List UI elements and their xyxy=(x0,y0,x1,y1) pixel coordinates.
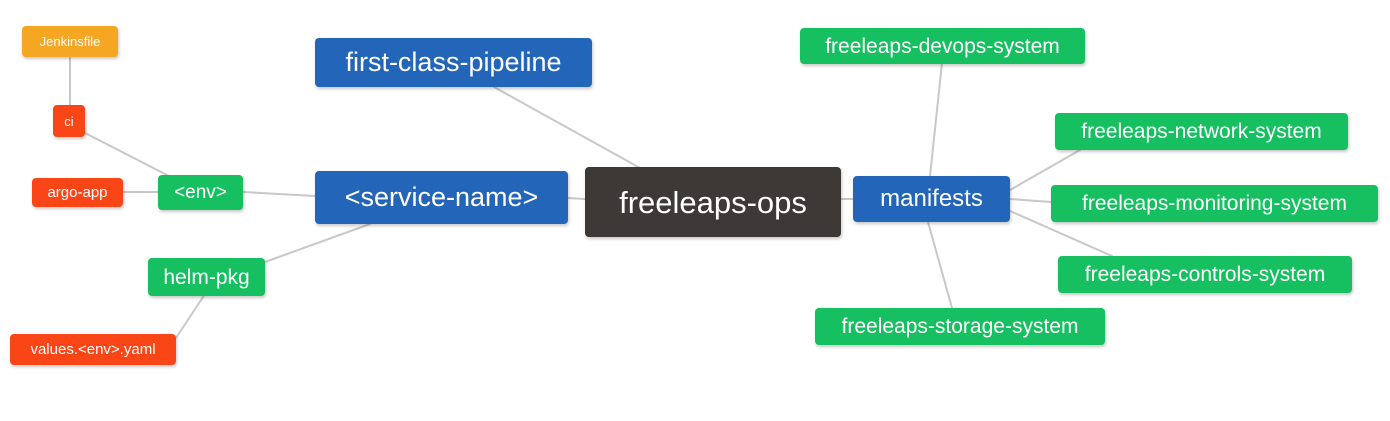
node-freeleaps-devops-system[interactable]: freeleaps-devops-system xyxy=(800,28,1085,64)
node-argo-app-label: argo-app xyxy=(47,184,108,201)
node-manifests[interactable]: manifests xyxy=(853,176,1010,222)
edge-helmpkg-servicename xyxy=(264,223,371,263)
node-env[interactable]: <env> xyxy=(158,175,243,210)
node-values-yaml[interactable]: values.<env>.yaml xyxy=(10,334,176,365)
node-first-class-pipeline-label: first-class-pipeline xyxy=(345,47,562,77)
node-values-yaml-label: values.<env>.yaml xyxy=(30,341,156,358)
node-freeleaps-storage-system-label: freeleaps-storage-system xyxy=(841,315,1079,338)
node-freeleaps-devops-system-label: freeleaps-devops-system xyxy=(825,34,1060,58)
edge-manifests-network xyxy=(1009,149,1081,191)
node-env-label: <env> xyxy=(174,182,227,203)
edge-firstclasspipeline-root xyxy=(493,86,641,169)
edge-valuesyaml-helmpkg xyxy=(175,293,206,339)
node-freeleaps-network-system-label: freeleaps-network-system xyxy=(1081,120,1322,143)
node-jenkinsfile-label: Jenkinsfile xyxy=(39,34,101,49)
edge-servicename-root xyxy=(567,197,586,200)
edge-manifests-devops xyxy=(929,62,943,177)
node-first-class-pipeline[interactable]: first-class-pipeline xyxy=(315,38,592,87)
node-root-freeleaps-ops[interactable]: freeleaps-ops xyxy=(585,167,841,237)
node-helm-pkg[interactable]: helm-pkg xyxy=(148,258,265,296)
node-freeleaps-monitoring-system-label: freeleaps-monitoring-system xyxy=(1082,192,1347,215)
node-freeleaps-network-system[interactable]: freeleaps-network-system xyxy=(1055,113,1348,150)
edge-env-servicename xyxy=(242,191,316,197)
node-ci[interactable]: ci xyxy=(53,105,85,137)
node-jenkinsfile[interactable]: Jenkinsfile xyxy=(22,26,118,57)
node-freeleaps-monitoring-system[interactable]: freeleaps-monitoring-system xyxy=(1051,185,1378,222)
edge-manifests-monitoring xyxy=(1009,198,1052,203)
node-manifests-label: manifests xyxy=(880,185,983,212)
node-argo-app[interactable]: argo-app xyxy=(32,178,123,207)
node-service-name[interactable]: <service-name> xyxy=(315,171,568,224)
node-freeleaps-controls-system-label: freeleaps-controls-system xyxy=(1084,263,1326,286)
node-ci-label: ci xyxy=(64,113,74,129)
node-helm-pkg-label: helm-pkg xyxy=(163,265,250,289)
node-freeleaps-storage-system[interactable]: freeleaps-storage-system xyxy=(815,308,1105,345)
edge-manifests-storage xyxy=(927,221,953,309)
node-root-label: freeleaps-ops xyxy=(619,184,807,220)
node-service-name-label: <service-name> xyxy=(344,182,539,212)
node-freeleaps-controls-system[interactable]: freeleaps-controls-system xyxy=(1058,256,1352,293)
